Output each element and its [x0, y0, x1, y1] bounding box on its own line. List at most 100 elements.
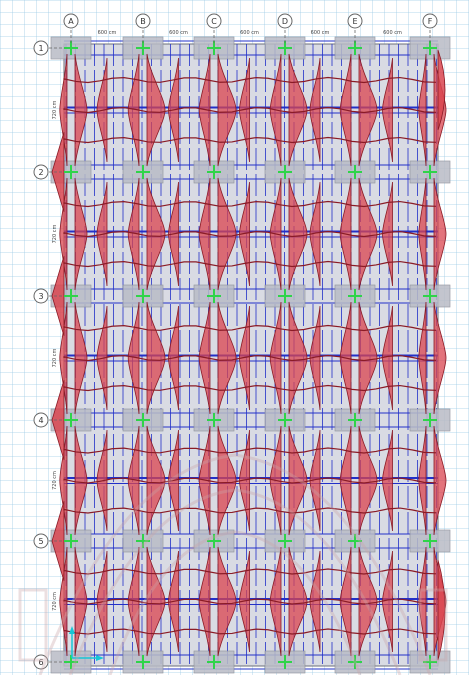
grid-bubble-column[interactable]: A	[63, 13, 79, 44]
moment-diagram-shape	[146, 425, 166, 536]
support-marker-icon[interactable]	[136, 413, 150, 427]
moment-diagram-shape	[433, 177, 447, 291]
grid-bubble-label: D	[282, 17, 288, 26]
moment-diagram-shape	[127, 301, 140, 415]
support-marker-icon[interactable]	[348, 413, 362, 427]
column-spacing-label: 600 cm	[169, 30, 188, 36]
support-marker-icon[interactable]	[278, 165, 292, 179]
support-marker-icon[interactable]	[64, 655, 78, 669]
grid-bubble-row[interactable]: 6	[33, 654, 64, 670]
row-spacing-label: 720 cm	[52, 101, 58, 120]
grid-bubble-row[interactable]: 4	[33, 412, 64, 428]
support-marker-icon[interactable]	[136, 165, 150, 179]
grid-bubble-column[interactable]: D	[277, 13, 293, 44]
moment-edge-peak	[437, 49, 446, 131]
grid-bubble-row[interactable]: 5	[33, 533, 64, 549]
grid-bubble-label: C	[211, 17, 217, 26]
support-marker-icon[interactable]	[136, 41, 150, 55]
support-marker-icon[interactable]	[423, 41, 437, 55]
moment-line-h	[63, 324, 437, 332]
grid-bubble-label: E	[352, 17, 357, 26]
grid-bubble-column[interactable]: E	[347, 13, 363, 44]
support-marker-icon[interactable]	[423, 413, 437, 427]
support-marker-icon[interactable]	[348, 41, 362, 55]
global-axis-icon	[69, 626, 104, 661]
moment-diagram-shape	[74, 546, 88, 657]
support-marker-icon[interactable]	[136, 655, 150, 669]
support-marker-icon[interactable]	[207, 655, 221, 669]
support-marker-icon[interactable]	[136, 534, 150, 548]
support-marker-icon[interactable]	[348, 534, 362, 548]
support-marker-icon[interactable]	[207, 534, 221, 548]
grid-bubble-label: 4	[38, 416, 43, 425]
grid-bubble-row[interactable]: 3	[33, 288, 64, 304]
support-marker-icon[interactable]	[278, 655, 292, 669]
university-seal-watermark	[18, 453, 448, 675]
grid-bubble-label: 1	[38, 44, 43, 53]
support-marker-icon[interactable]	[64, 413, 78, 427]
moment-line-h	[63, 354, 437, 362]
moment-line-h	[63, 106, 437, 114]
support-marker-icon[interactable]	[348, 289, 362, 303]
support-marker-icon[interactable]	[348, 655, 362, 669]
moment-diagrams	[51, 49, 447, 661]
supports	[64, 41, 437, 669]
grid-bubble-label: 2	[38, 168, 43, 177]
grid-bubble-column[interactable]: B	[135, 13, 151, 44]
support-marker-icon[interactable]	[64, 165, 78, 179]
support-marker-icon[interactable]	[64, 41, 78, 55]
moment-line-h	[63, 200, 437, 208]
moment-line-h	[63, 230, 437, 238]
moment-line-h	[63, 598, 437, 605]
column-drop-panels	[50, 36, 451, 674]
support-marker-icon[interactable]	[278, 534, 292, 548]
grid-bubble-row[interactable]: 1	[33, 40, 64, 56]
column-spacing-label: 600 cm	[383, 30, 402, 36]
moment-line-h	[63, 507, 437, 514]
row-grid-bubbles: 1 2 3 4 5 6	[33, 40, 64, 670]
grid-bubble-row[interactable]: 2	[33, 164, 64, 180]
moment-diagram-shape	[74, 425, 88, 536]
support-marker-icon[interactable]	[423, 289, 437, 303]
column-spacing-label: 600 cm	[98, 30, 117, 36]
moment-diagram-shape	[418, 425, 427, 536]
row-spacing-label: 720 cm	[52, 592, 58, 611]
support-marker-icon[interactable]	[423, 165, 437, 179]
support-marker-icon[interactable]	[278, 413, 292, 427]
moment-diagram-shape	[418, 546, 427, 657]
support-marker-icon[interactable]	[136, 289, 150, 303]
grid-bubble-label: 6	[38, 658, 43, 667]
moment-line-h	[63, 447, 437, 454]
row-spacing-label: 720 cm	[52, 349, 58, 368]
support-marker-icon[interactable]	[64, 289, 78, 303]
column-spacing-label: 600 cm	[240, 30, 259, 36]
support-marker-icon[interactable]	[278, 41, 292, 55]
moment-line-h	[63, 260, 437, 268]
moment-diagram-shape	[127, 177, 140, 291]
grid-bubble-column[interactable]: C	[206, 13, 222, 44]
column-grid-bubbles: A B C D E F	[63, 13, 438, 44]
support-marker-icon[interactable]	[423, 534, 437, 548]
moment-diagram-shape	[433, 301, 447, 415]
moment-diagram-shape	[127, 53, 140, 167]
grid-bubble-label: B	[140, 17, 146, 26]
grid-bubble-column[interactable]: F	[422, 13, 438, 44]
moment-line-h	[63, 384, 437, 392]
moment-line-h	[63, 477, 437, 484]
grid-bubble-label: A	[68, 17, 74, 26]
support-marker-icon[interactable]	[207, 165, 221, 179]
support-marker-icon[interactable]	[207, 41, 221, 55]
support-marker-icon[interactable]	[64, 534, 78, 548]
moment-line-h	[63, 628, 437, 635]
moment-diagram-shape	[127, 546, 140, 657]
row-spacing-label: 720 cm	[52, 471, 58, 490]
support-marker-icon[interactable]	[348, 165, 362, 179]
support-marker-icon[interactable]	[207, 289, 221, 303]
grid-bubble-label: 3	[38, 292, 43, 301]
support-marker-icon[interactable]	[423, 655, 437, 669]
support-marker-icon[interactable]	[207, 413, 221, 427]
moment-diagram-shape	[433, 425, 447, 536]
support-marker-icon[interactable]	[278, 289, 292, 303]
